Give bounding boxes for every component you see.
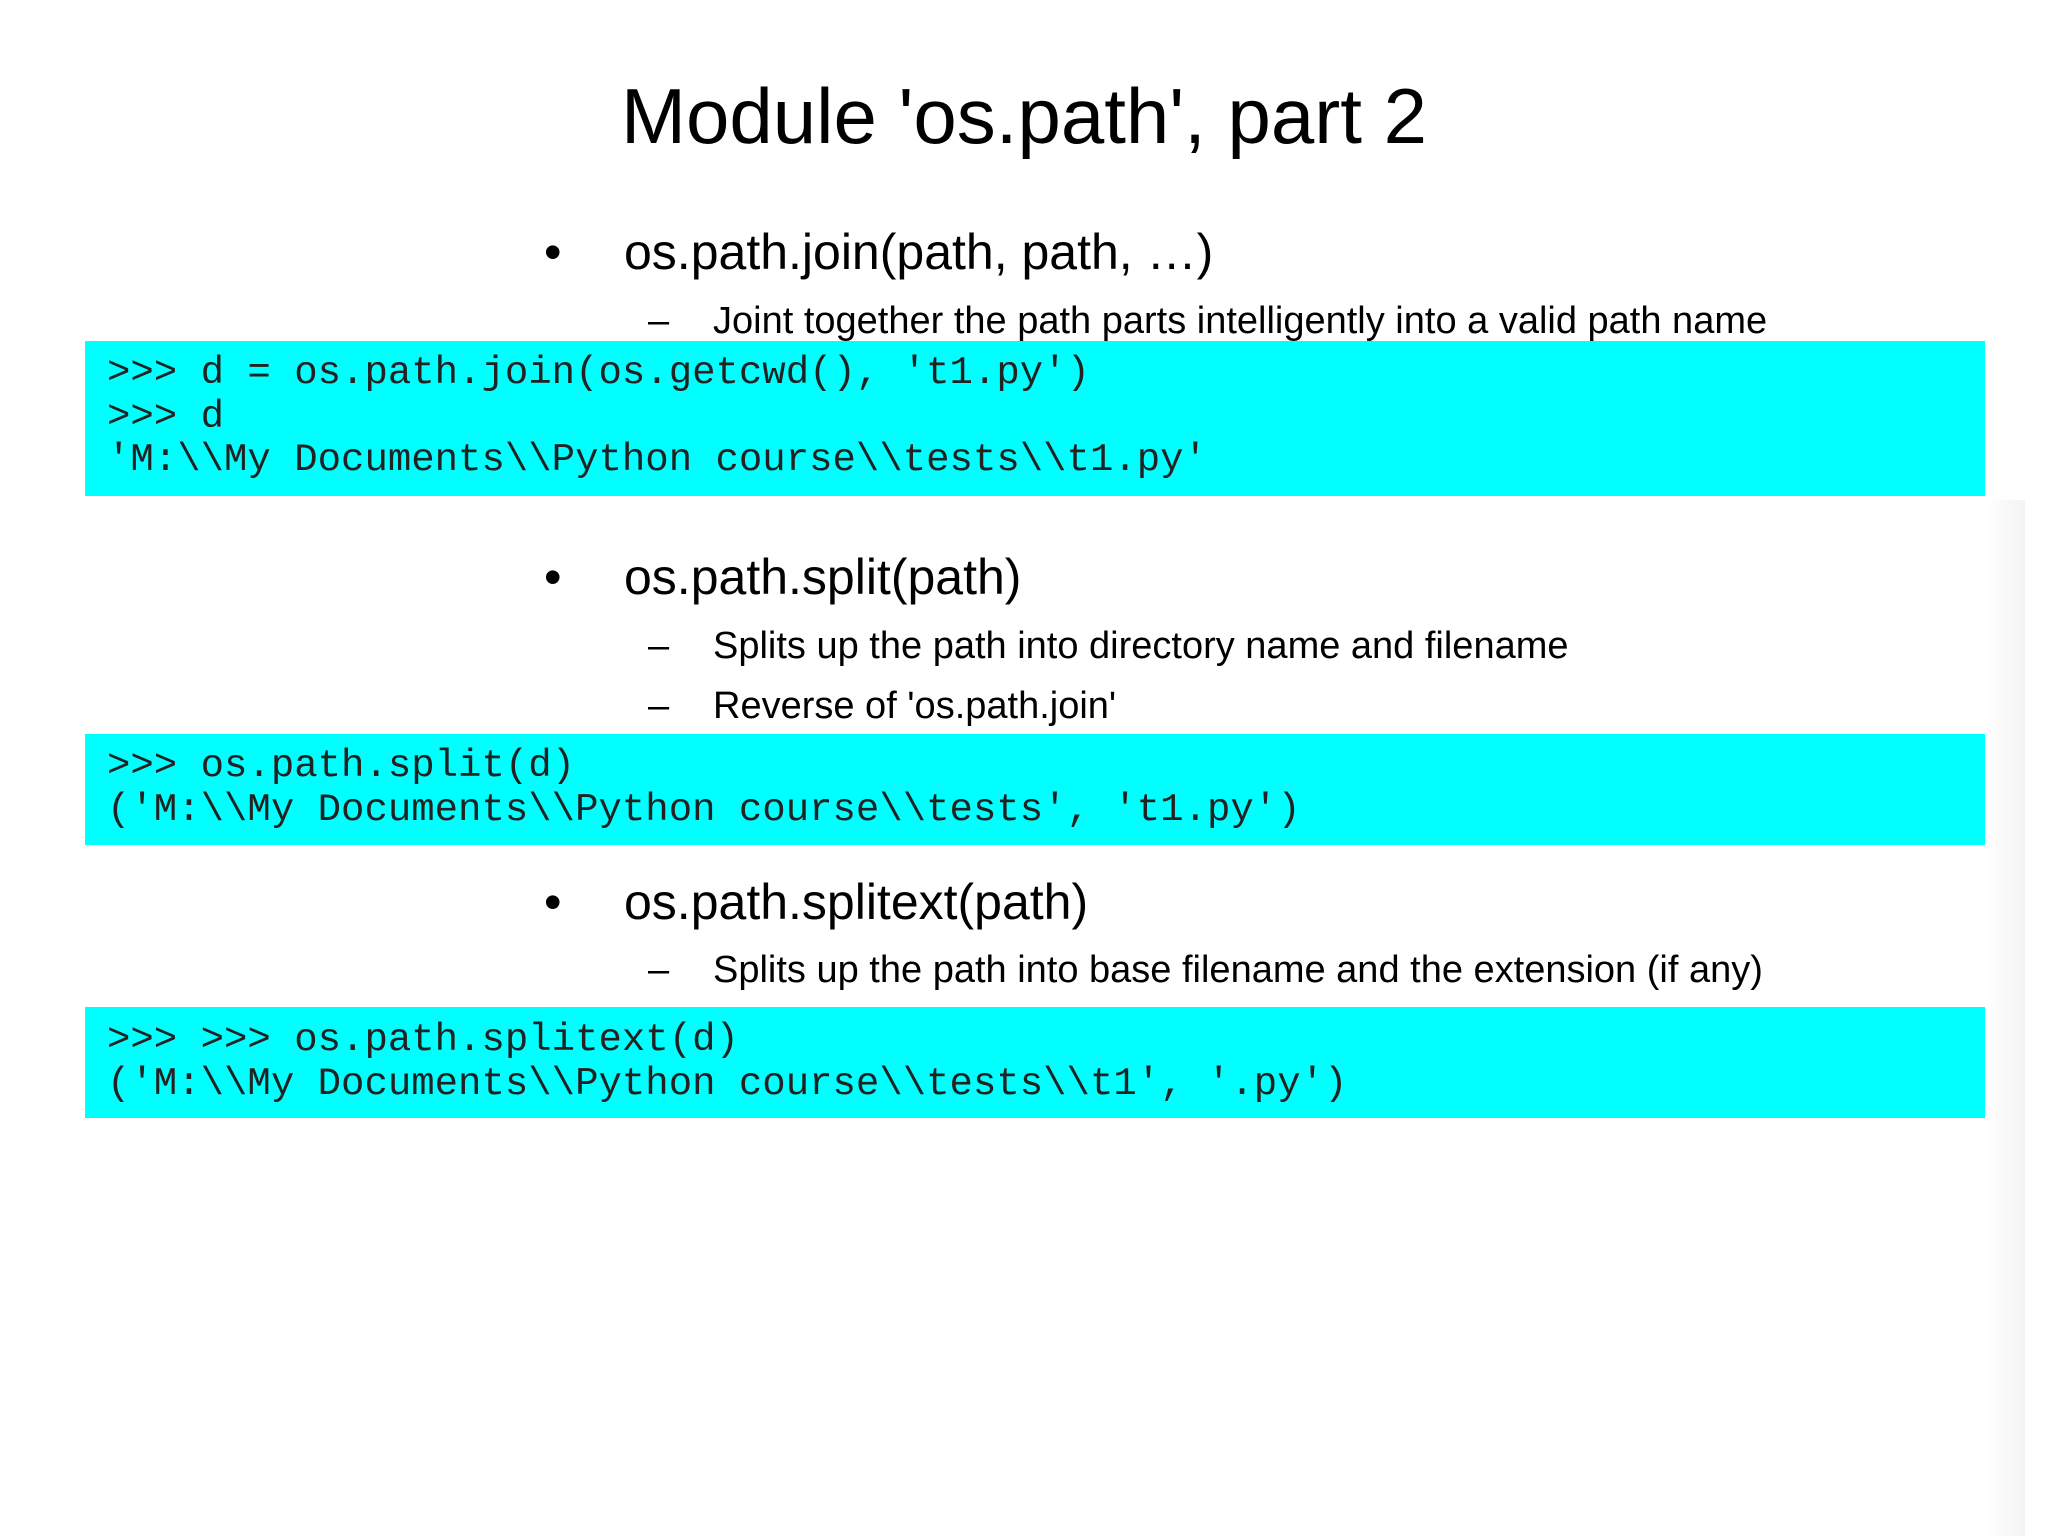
bullet-marker: • xyxy=(544,224,562,280)
code-line: >>> d = os.path.join(os.getcwd(), 't1.py… xyxy=(107,351,1090,395)
code-block-splitext: >>> >>> os.path.splitext(d) ('M:\\My Doc… xyxy=(85,1007,1985,1118)
dash-marker: – xyxy=(648,300,670,342)
code-line: >>> os.path.split(d) xyxy=(107,744,576,788)
code-line: >>> d xyxy=(107,394,225,439)
bullet-heading: os.path.split(path) xyxy=(624,549,1022,605)
code-line: >>> >>> os.path.splitext(d) xyxy=(107,1018,739,1062)
code-line: 'M:\\My Documents\\Python course\\tests\… xyxy=(107,438,1207,482)
sub-item-text: Joint together the path parts intelligen… xyxy=(713,300,1768,342)
slide-title: Module 'os.path', part 2 xyxy=(621,72,1427,160)
dash-marker: – xyxy=(648,949,670,991)
dash-marker: – xyxy=(648,625,670,667)
bullet-marker: • xyxy=(544,874,562,930)
code-block-split: >>> os.path.split(d) ('M:\\My Documents\… xyxy=(85,734,1985,845)
code-line: ('M:\\My Documents\\Python course\\tests… xyxy=(107,1061,1348,1106)
code-block-join: >>> d = os.path.join(os.getcwd(), 't1.py… xyxy=(85,341,1985,496)
sub-item-text: Reverse of 'os.path.join' xyxy=(713,685,1117,727)
sub-item-text: Splits up the path into base filename an… xyxy=(713,949,1763,991)
code-line: ('M:\\My Documents\\Python course\\tests… xyxy=(107,787,1301,832)
bullet-heading: os.path.splitext(path) xyxy=(624,874,1089,930)
sub-item-text: Splits up the path into directory name a… xyxy=(713,625,1569,667)
dash-marker: – xyxy=(648,685,670,727)
page-edge-shadow xyxy=(1985,500,2025,1536)
bullet-marker: • xyxy=(544,549,562,605)
bullet-heading: os.path.join(path, path, …) xyxy=(624,224,1214,280)
